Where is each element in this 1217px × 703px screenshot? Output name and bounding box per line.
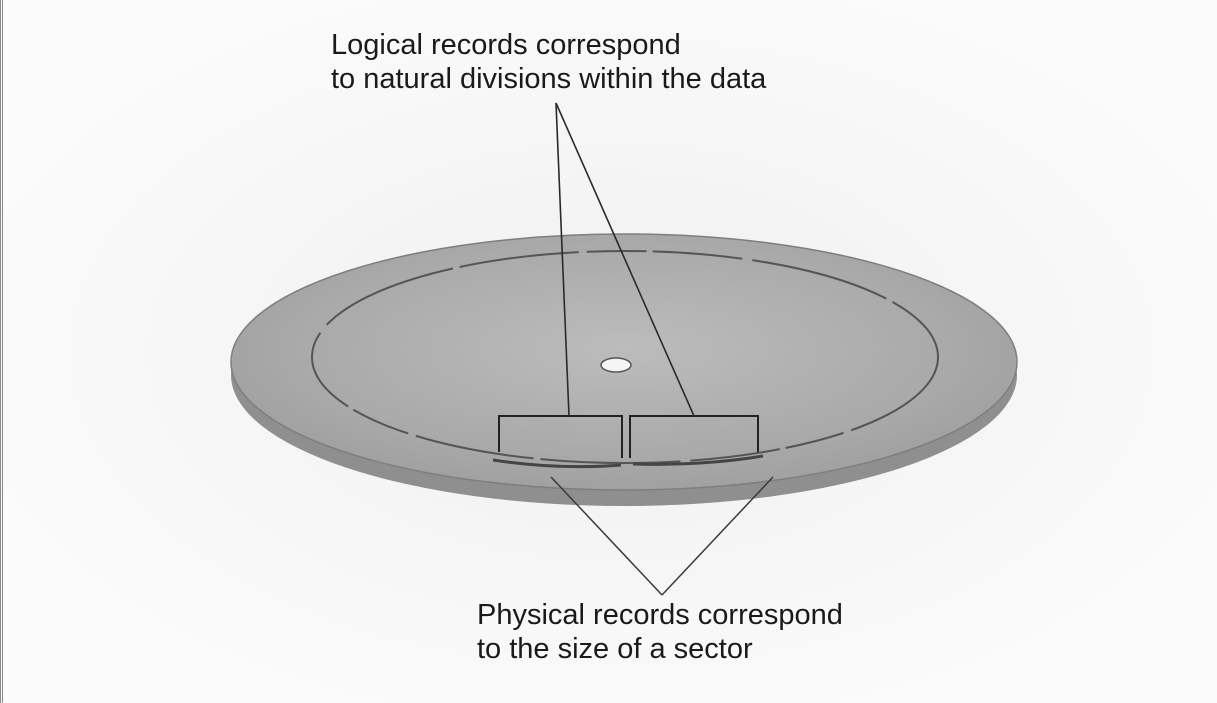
logical-records-caption: Logical records correspond to natural di… xyxy=(331,28,766,96)
logical-caption-line-1: Logical records correspond xyxy=(331,29,681,61)
physical-leader-line-left xyxy=(550,476,663,596)
disk-diagram xyxy=(3,0,1217,703)
physical-records-caption: Physical records correspond to the size … xyxy=(477,598,843,666)
logical-leader-line-right xyxy=(555,102,695,417)
physical-leader-line-right xyxy=(661,476,774,596)
spindle-hole xyxy=(600,357,632,373)
physical-caption-line-2: to the size of a sector xyxy=(477,633,753,665)
physical-caption-line-1: Physical records correspond xyxy=(477,599,843,631)
logical-leader-line-left xyxy=(555,102,570,417)
logical-caption-line-2: to natural divisions within the data xyxy=(331,63,767,95)
track-circle xyxy=(311,250,939,464)
logical-record-bracket-left xyxy=(498,415,623,458)
sector-arc-right xyxy=(632,454,764,466)
sector-arc-left xyxy=(492,458,622,469)
